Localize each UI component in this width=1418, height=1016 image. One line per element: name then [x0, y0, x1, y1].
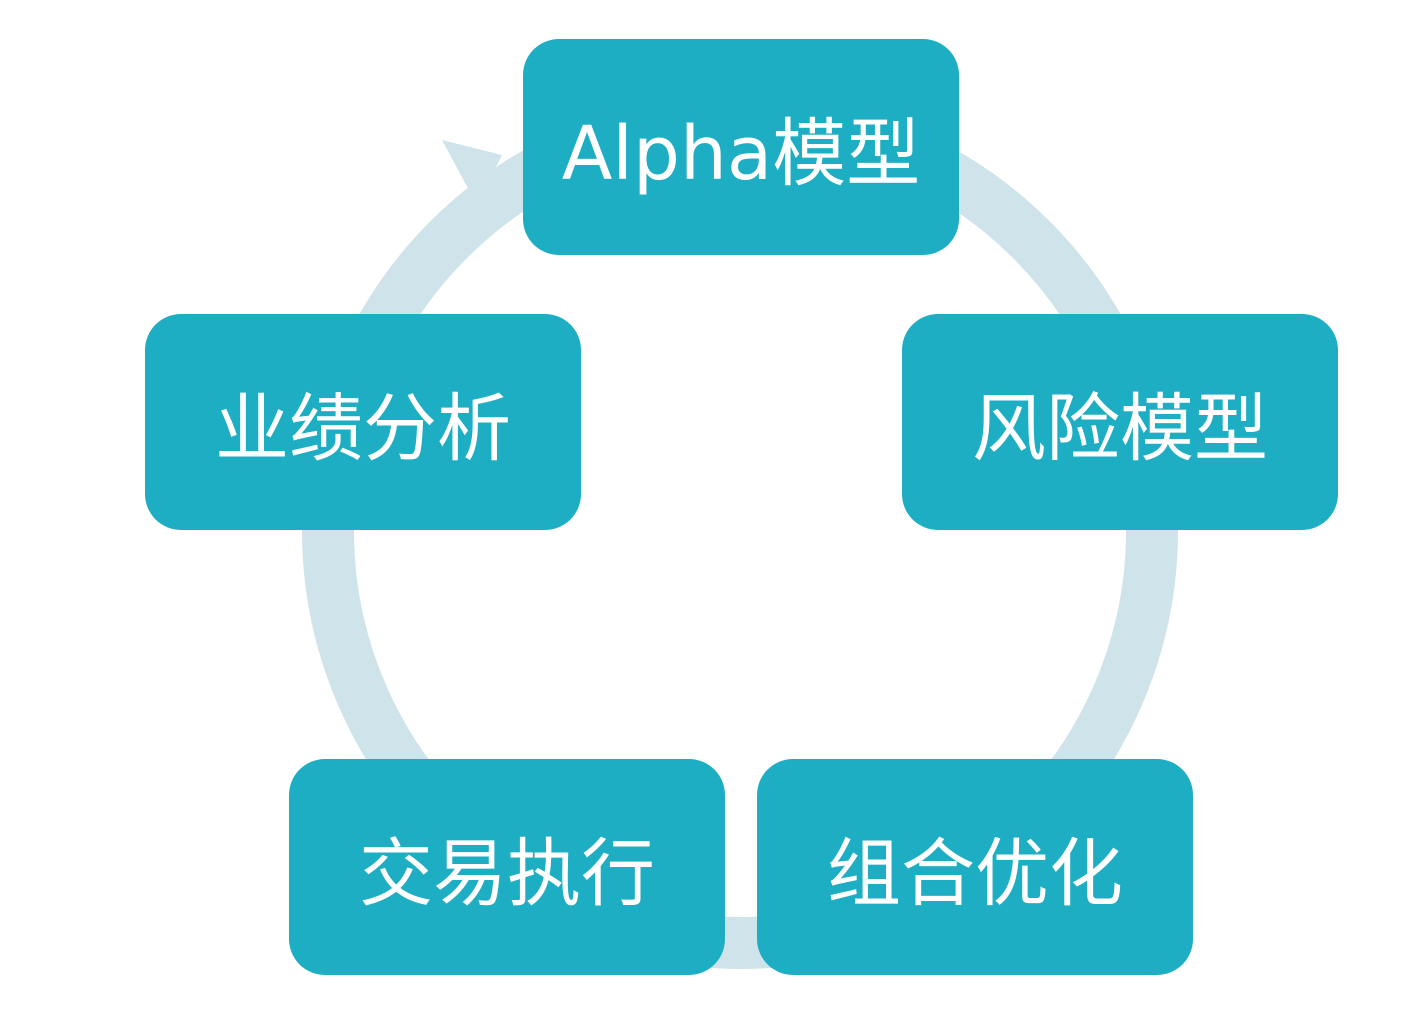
node-portfolio-optimization-label: 组合优化	[827, 830, 1123, 917]
node-trade-execution: 交易执行	[289, 759, 725, 975]
node-risk-model: 风险模型	[902, 314, 1338, 530]
node-performance-analysis: 业绩分析	[145, 314, 581, 530]
node-alpha-model: Alpha模型	[523, 39, 959, 255]
node-performance-analysis-label: 业绩分析	[215, 385, 511, 472]
node-portfolio-optimization: 组合优化	[757, 759, 1193, 975]
node-alpha-model-label: Alpha模型	[561, 110, 921, 197]
cycle-arrowhead-icon	[442, 140, 502, 205]
node-trade-execution-label: 交易执行	[359, 830, 655, 917]
node-risk-model-label: 风险模型	[972, 385, 1268, 472]
